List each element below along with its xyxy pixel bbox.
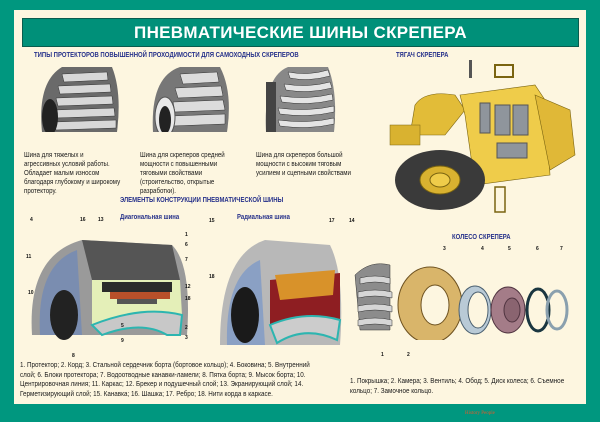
title-bar: ПНЕВМАТИЧЕСКИЕ ШИНЫ СКРЕПЕРА [22, 18, 579, 47]
callout-3: 3 [185, 335, 188, 341]
page-title: ПНЕВМАТИЧЕСКИЕ ШИНЫ СКРЕПЕРА [134, 22, 467, 42]
construction-section-heading: ЭЛЕМЕНТЫ КОНСТРУКЦИИ ПНЕВМАТИЧЕСКОЙ ШИНЫ [120, 197, 284, 204]
callout-14: 14 [349, 218, 355, 224]
tire-description-1: Шина для тяжелых и агрессивных условий р… [24, 152, 121, 195]
wheel-callout-4: 4 [481, 246, 484, 252]
scraper-tractor-image [389, 60, 576, 213]
callout-18-radial: 18 [209, 274, 215, 280]
wheel-callout-5: 5 [508, 246, 511, 252]
callout-11: 11 [26, 254, 32, 260]
diagonal-tire-label: Диагональная шина [120, 214, 180, 221]
callout-1: 1 [185, 232, 188, 238]
wheel-callout-6: 6 [536, 246, 539, 252]
wheel-callout-3: 3 [443, 246, 446, 252]
tire-description-3: Шина для скреперов большой мощности с вы… [256, 152, 351, 177]
callout-9: 9 [121, 338, 124, 344]
callout-6: 6 [185, 242, 188, 248]
wheel-callout-2: 2 [407, 352, 410, 358]
wheel-callout-7: 7 [560, 246, 563, 252]
tire-description-2: Шина для скреперов средней мощности с по… [140, 152, 225, 195]
callout-8: 8 [72, 353, 75, 359]
tire-image-2 [152, 67, 229, 132]
diagonal-tire-diagram [31, 240, 189, 340]
callout-15: 15 [209, 218, 215, 224]
callout-12: 12 [185, 284, 191, 290]
tractor-section-heading: ТЯГАЧ СКРЕПЕРА [396, 52, 449, 59]
tread-section-heading: ТИПЫ ПРОТЕКТОРОВ ПОВЫШЕННОЙ ПРОХОДИМОСТИ… [34, 52, 299, 59]
callout-10: 10 [28, 290, 34, 296]
callout-17: 17 [329, 218, 335, 224]
callout-4: 4 [30, 217, 33, 223]
callout-7: 7 [185, 257, 188, 263]
callout-5: 5 [121, 323, 124, 329]
wheel-section-heading: КОЛЕСО СКРЕПЕРА [452, 234, 511, 241]
callout-13: 13 [98, 217, 104, 223]
radial-tire-diagram [220, 240, 342, 345]
wheel-legend: 1. Покрышка; 2. Камера; 3. Вентиль; 4. О… [350, 378, 565, 395]
wheel-callout-1: 1 [381, 352, 384, 358]
radial-tire-label: Радиальная шина [237, 214, 290, 221]
construction-legend: 1. Протектор; 2. Корд; 3. Стальной серде… [20, 362, 310, 398]
footer-brand: History People [465, 411, 495, 416]
callout-18: 18 [185, 296, 191, 302]
tire-image-3 [265, 67, 336, 132]
callout-16: 16 [80, 217, 86, 223]
wheel-exploded-diagram [354, 263, 569, 340]
tire-image-1 [32, 62, 122, 132]
callout-2: 2 [185, 325, 188, 331]
